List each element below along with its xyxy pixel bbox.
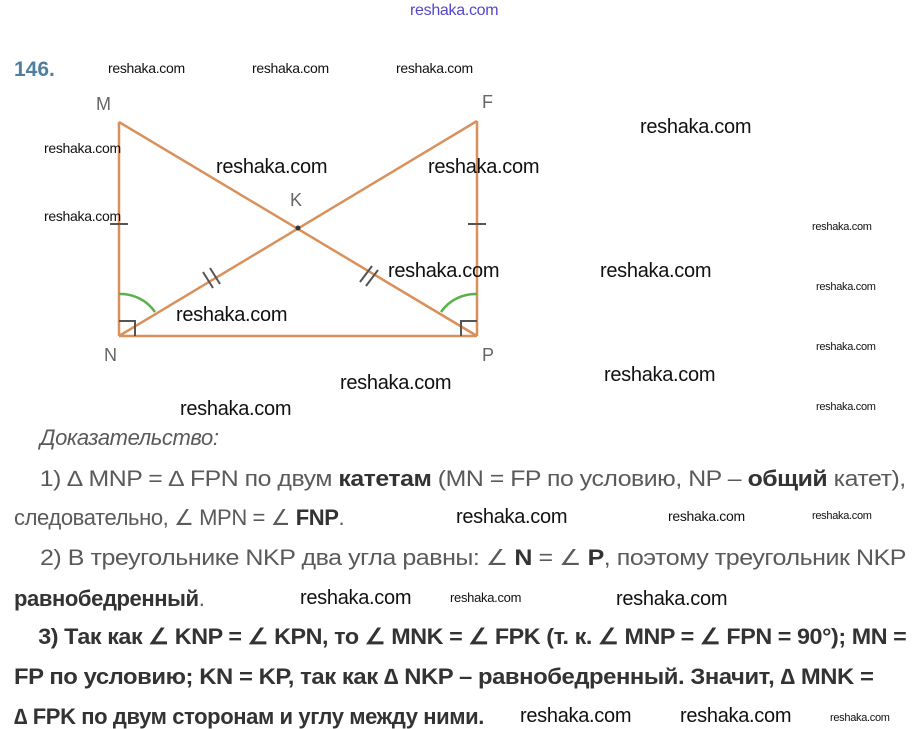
label-p: P <box>482 345 495 365</box>
bold-text: ∆ FPK по двум сторонам и углу между ними… <box>14 704 484 729</box>
text: = ∠ <box>531 545 588 570</box>
watermark: reshaka.com <box>816 281 876 293</box>
bold-text: катетам <box>338 466 432 491</box>
watermark: reshaka.com <box>180 398 292 420</box>
watermark: reshaka.com <box>340 372 452 394</box>
watermark: reshaka.com <box>44 140 121 156</box>
proof-line: FP по условию; KN = KP, так как ∆ NKP – … <box>14 664 874 690</box>
watermark: reshaka.com <box>600 260 712 282</box>
text: катет), <box>827 466 907 491</box>
watermark: reshaka.com <box>604 364 716 386</box>
bold-text: равнобедренный <box>14 586 199 611</box>
text: , поэтому треугольник NKP <box>603 545 907 570</box>
tick-nk-1 <box>202 271 214 289</box>
label-k: K <box>290 190 303 210</box>
watermark: reshaka.com <box>680 705 792 727</box>
watermark: reshaka.com <box>640 116 752 138</box>
proof-line: следовательно, ∠ MPN = ∠ FNP. <box>14 505 345 531</box>
proof-line: 3) Так как ∠ KNP = ∠ KPN, то ∠ MNK = ∠ F… <box>14 624 907 650</box>
watermark: reshaka.com <box>450 590 522 605</box>
bold-text: FP по условию; KN = KP, так как ∆ NKP – … <box>14 664 874 689</box>
bold-text: N <box>514 545 532 570</box>
watermark: reshaka.com <box>108 60 185 76</box>
label-f: F <box>482 92 493 112</box>
proof-line: ∆ FPK по двум сторонам и углу между ними… <box>14 704 484 729</box>
watermark: reshaka.com <box>816 341 876 353</box>
proof-line: 1) ∆ MNP = ∆ FPN по двум катетам (MN = F… <box>14 466 906 492</box>
tick-nk-2 <box>209 267 221 285</box>
watermark: reshaka.com <box>428 156 540 178</box>
watermark: reshaka.com <box>816 401 876 413</box>
watermark: reshaka.com <box>812 510 872 522</box>
angle-arc-p <box>439 292 478 313</box>
watermark: reshaka.com <box>216 156 328 178</box>
watermark: reshaka.com <box>830 712 890 724</box>
watermark: reshaka.com <box>616 588 728 610</box>
geometry-diagram <box>110 119 486 338</box>
proof-line: 2) В треугольнике NKP два угла равны: ∠ … <box>14 545 907 571</box>
proof-line: равнобедренный. <box>14 586 205 612</box>
label-m: M <box>96 94 111 114</box>
site-header[interactable]: reshaka.com <box>410 2 499 19</box>
bold-text: FNP <box>295 505 339 530</box>
proof-heading: Доказательство: <box>40 425 219 450</box>
watermark: reshaka.com <box>456 506 568 528</box>
watermark: reshaka.com <box>44 208 121 224</box>
bold-text: 3) Так как ∠ KNP = ∠ KPN, то ∠ MNK = ∠ F… <box>14 624 907 649</box>
label-n: N <box>104 345 117 365</box>
watermark: reshaka.com <box>300 587 412 609</box>
watermark: reshaka.com <box>812 221 872 233</box>
tick-kp-1 <box>359 265 373 283</box>
watermark: reshaka.com <box>668 508 745 524</box>
text: . <box>198 586 205 611</box>
text: . <box>338 505 345 530</box>
right-angle-p <box>460 320 477 336</box>
right-angle-n <box>119 320 136 336</box>
bold-text: P <box>587 545 605 570</box>
watermark: reshaka.com <box>388 260 500 282</box>
angle-arc-n <box>118 292 157 313</box>
watermark: reshaka.com <box>520 705 632 727</box>
watermark: reshaka.com <box>396 60 473 76</box>
bold-text: общий <box>747 466 828 491</box>
text: 2) В треугольнике NKP два угла равны: ∠ <box>14 545 515 570</box>
watermark: reshaka.com <box>252 60 329 76</box>
text: (MN = FP по условию, NP – <box>431 466 748 491</box>
text: 1) ∆ MNP = ∆ FPN по двум <box>14 466 339 491</box>
watermark: reshaka.com <box>176 304 288 326</box>
point-k <box>295 225 301 231</box>
tick-kp-2 <box>365 269 379 287</box>
problem-number: 146. <box>14 58 55 81</box>
text: следовательно, ∠ MPN = ∠ <box>14 505 296 530</box>
